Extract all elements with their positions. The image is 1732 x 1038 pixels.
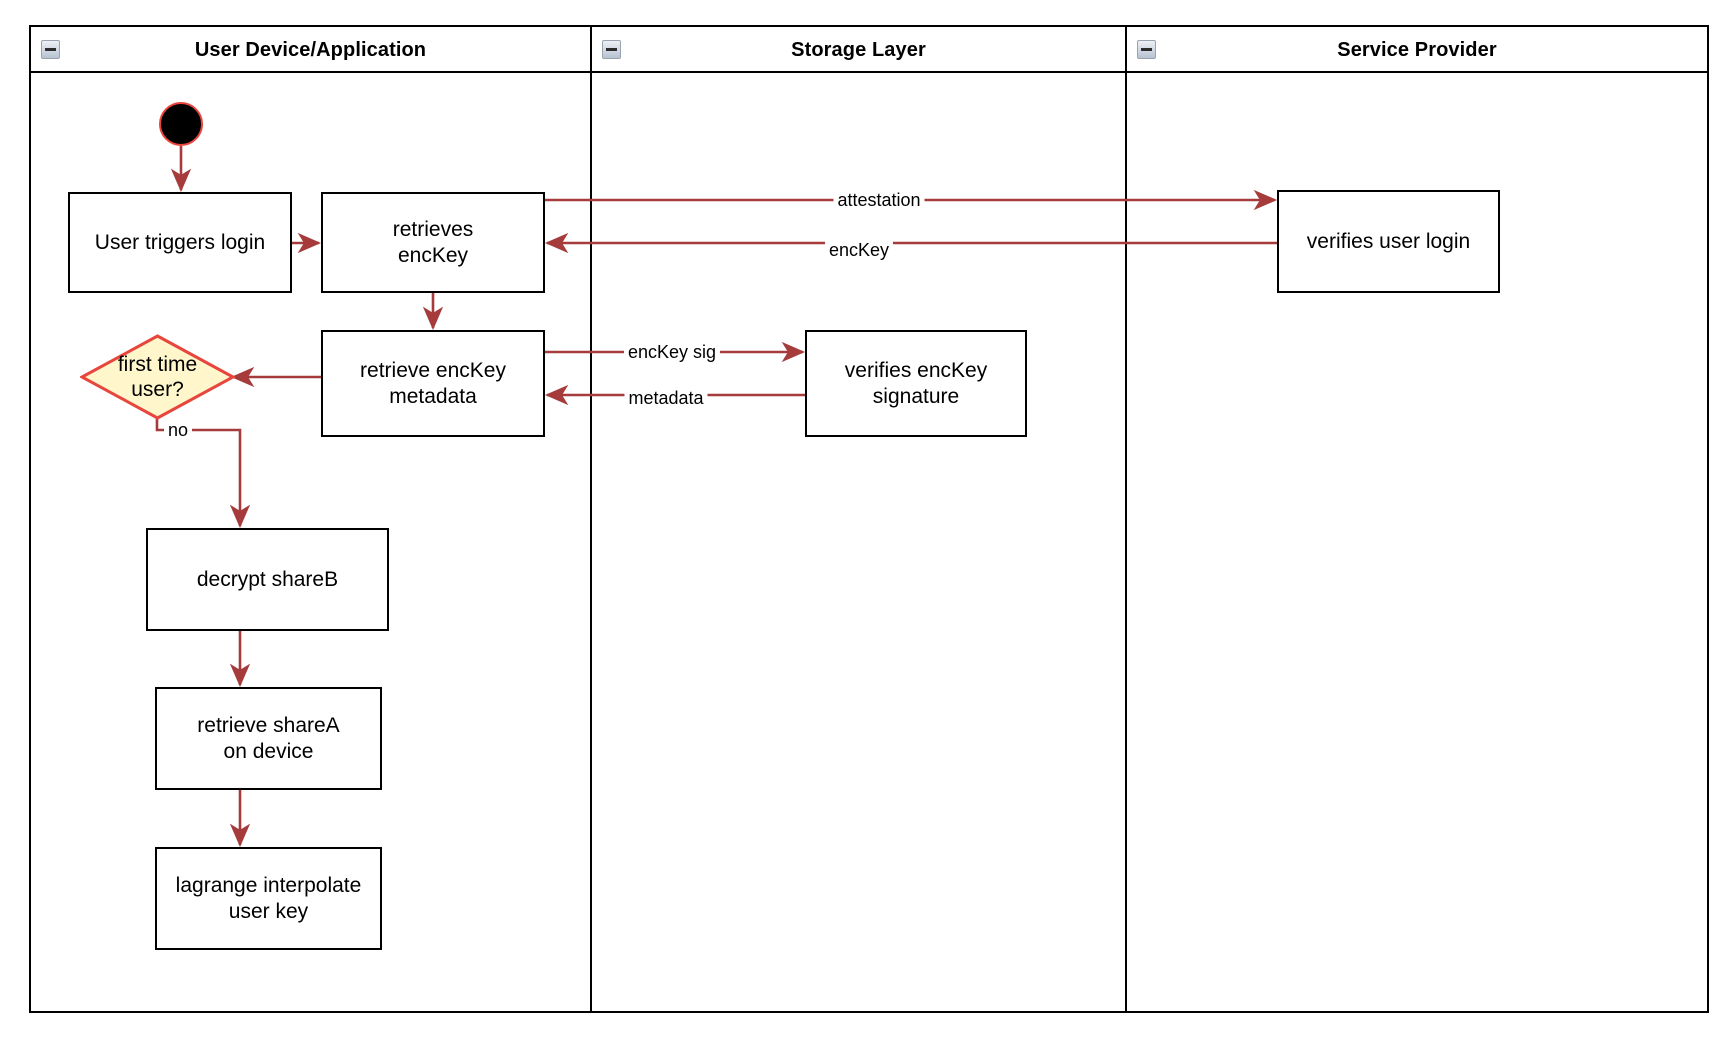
lane-header-user-device[interactable]: User Device/Application — [31, 27, 590, 73]
activity-user-triggers-login[interactable]: User triggers login — [68, 192, 292, 293]
activity-label: retrieves encKey — [393, 217, 474, 268]
activity-label-line2: user key — [228, 899, 309, 923]
activity-label: retrieve encKey metadata — [360, 358, 506, 409]
edge-label-attestation: attestation — [833, 190, 925, 210]
minus-glyph — [1141, 48, 1152, 51]
lane-divider-2 — [1125, 73, 1127, 1013]
activity-label: User triggers login — [94, 230, 266, 254]
activity-label: decrypt shareB — [196, 567, 339, 591]
lane-header-row: User Device/Application Storage Layer Se… — [31, 27, 1707, 73]
activity-retrieve-sharea-on-device[interactable]: retrieve shareA on device — [155, 687, 382, 790]
activity-label: verifies user login — [1306, 229, 1471, 253]
edge-label-enckey-sig: encKey sig — [623, 342, 721, 362]
activity-label-line1: retrieve encKey — [360, 358, 506, 382]
activity-retrieve-enckey-metadata[interactable]: retrieve encKey metadata — [321, 330, 545, 437]
edge-label-enckey: encKey — [824, 240, 894, 260]
activity-label-line2: encKey — [397, 243, 469, 267]
lane-header-service-provider[interactable]: Service Provider — [1125, 27, 1707, 73]
activity-lagrange-interpolate-user-key[interactable]: lagrange interpolate user key — [155, 847, 382, 950]
lane-title-service-provider: Service Provider — [1337, 39, 1497, 61]
minus-collapse-icon[interactable] — [602, 40, 621, 59]
minus-glyph — [45, 48, 56, 51]
activity-label: lagrange interpolate user key — [176, 873, 362, 924]
start-node[interactable] — [159, 102, 203, 146]
activity-label-line2: on device — [223, 739, 314, 763]
lane-header-storage[interactable]: Storage Layer — [590, 27, 1125, 73]
edge-label-metadata: metadata — [624, 388, 708, 408]
activity-decrypt-shareb[interactable]: decrypt shareB — [146, 528, 389, 631]
activity-label: retrieve shareA on device — [197, 713, 339, 764]
lane-title-user-device: User Device/Application — [194, 39, 427, 61]
edge-label-no: no — [163, 420, 193, 440]
activity-verifies-user-login[interactable]: verifies user login — [1277, 190, 1500, 293]
decision-first-time-user[interactable]: first time user? — [78, 334, 237, 420]
activity-label-line1: lagrange interpolate — [175, 873, 362, 897]
activity-retrieves-enckey[interactable]: retrieves encKey — [321, 192, 545, 293]
minus-glyph — [606, 48, 617, 51]
minus-collapse-icon[interactable] — [41, 40, 60, 59]
activity-label-line1: retrieve shareA — [197, 713, 340, 737]
lane-title-storage: Storage Layer — [791, 39, 926, 61]
activity-label: verifies encKey signature — [845, 358, 987, 409]
activity-label-line1: verifies encKey — [844, 358, 988, 382]
lane-divider-1 — [590, 73, 592, 1013]
activity-label-line2: signature — [872, 384, 960, 408]
diamond-shape — [78, 334, 237, 420]
activity-verifies-enckey-signature[interactable]: verifies encKey signature — [805, 330, 1027, 437]
minus-collapse-icon[interactable] — [1137, 40, 1156, 59]
activity-label-line1: retrieves — [392, 217, 474, 241]
activity-label-line2: metadata — [389, 384, 477, 408]
